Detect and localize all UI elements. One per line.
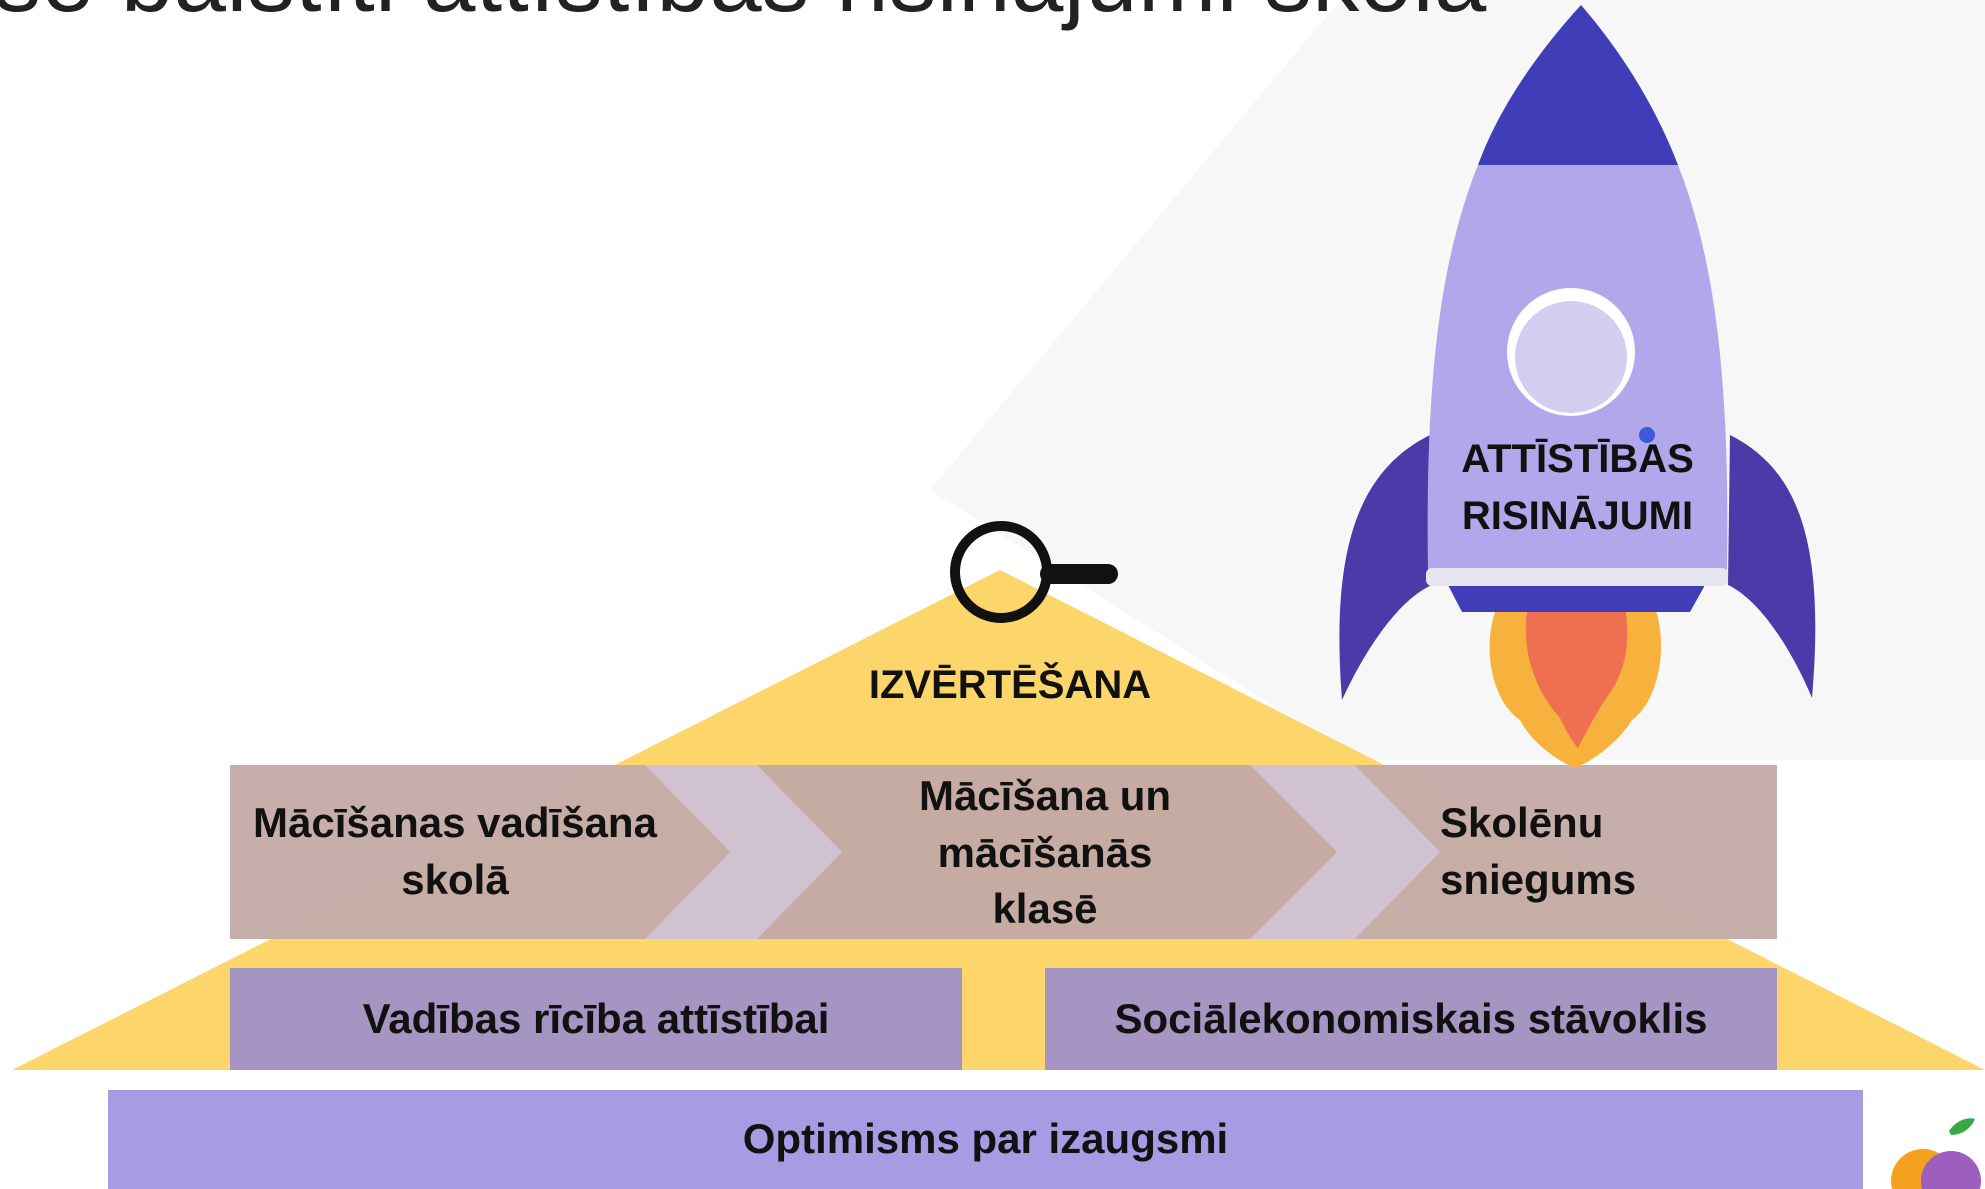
rocket-band bbox=[1426, 568, 1728, 586]
base-label: Optimisms par izaugsmi bbox=[742, 1115, 1229, 1163]
foundation-right-label: Sociālekonomiskais stāvoklis bbox=[1114, 994, 1708, 1042]
rocket-label-line-1: ATTĪSTĪBAS bbox=[1461, 437, 1694, 482]
foundation-left-box bbox=[230, 968, 962, 1070]
chevron-2-line-3: klasē bbox=[992, 885, 1098, 933]
chevron-2-line-1: Mācīšana un bbox=[918, 771, 1172, 819]
slide-title: se balstīti attīstības risinājumi skolā bbox=[0, 0, 1487, 26]
chevron-2 bbox=[757, 765, 1337, 939]
chevron-1-label: Mācīšanas vadīšana skolā bbox=[230, 765, 680, 939]
evaluation-label: IZVĒRTĒŠANA bbox=[868, 663, 1152, 707]
rocket-fin-right bbox=[1728, 435, 1816, 698]
rocket-icon bbox=[1339, 5, 1816, 768]
chevron-1-line-1: Mācīšanas vadīšana bbox=[253, 799, 657, 847]
base-box bbox=[108, 1090, 1863, 1189]
chevron-3-line-1: Skolēnu bbox=[1440, 799, 1604, 847]
rocket-fin-left bbox=[1339, 435, 1432, 700]
rocket-rivet bbox=[1639, 427, 1655, 443]
chevron-2-line-2: mācīšanās bbox=[937, 828, 1153, 876]
magnifier-icon bbox=[950, 521, 1118, 623]
rocket-label-line-2: RISINĀJUMI bbox=[1461, 494, 1694, 538]
chevron-1-line-2: skolā bbox=[401, 856, 509, 903]
chevron-3 bbox=[1355, 765, 1777, 939]
foundation-left-label: Vadības rīcība attīstībai bbox=[362, 994, 830, 1042]
rocket-label: ATTĪSTĪBAS RISINĀJUMI bbox=[1430, 428, 1725, 548]
chevron-2-label: Mācīšana un mācīšanās klasē bbox=[840, 758, 1250, 948]
rocket-window bbox=[1515, 301, 1627, 413]
rocket-nozzle bbox=[1448, 585, 1705, 612]
rocket-flame-inner bbox=[1525, 605, 1628, 748]
chevron-3-line-2: sniegums bbox=[1440, 856, 1637, 903]
chevron-1 bbox=[230, 765, 730, 939]
logo-icon bbox=[1891, 1118, 1981, 1189]
foundation-right-box bbox=[1045, 968, 1777, 1070]
chevron-3-label: Skolēnu sniegums bbox=[1440, 765, 1680, 939]
rocket-nose bbox=[1478, 5, 1678, 165]
